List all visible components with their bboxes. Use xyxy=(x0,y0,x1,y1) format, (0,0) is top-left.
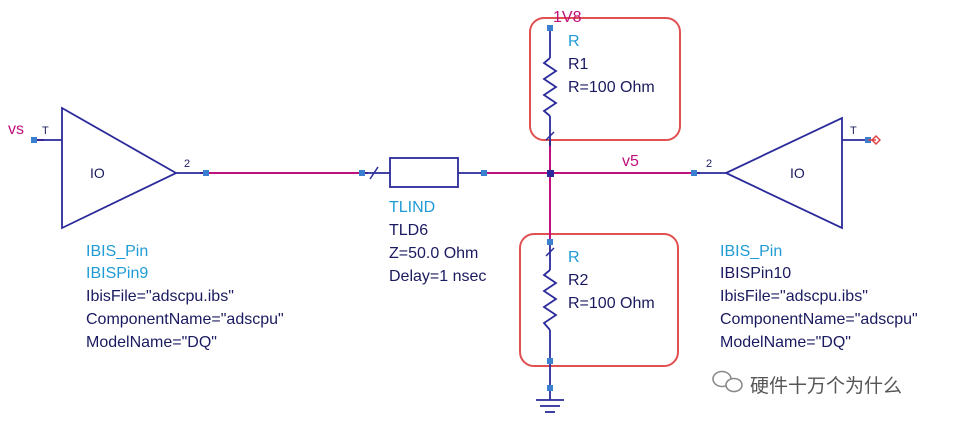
driver-triangle-icon xyxy=(61,106,178,230)
driver-pin-t-label: T xyxy=(42,125,49,137)
net-label-v5: v5 xyxy=(622,153,639,170)
driver-pin-out-label: 2 xyxy=(184,158,190,170)
r2-pin-bottom[interactable] xyxy=(547,358,553,364)
ground-icon xyxy=(536,385,564,413)
receiver-buffer[interactable] xyxy=(691,116,881,230)
wechat-watermark: 硬件十万个为什么 xyxy=(712,370,902,397)
receiver-pin-t-label: T xyxy=(850,125,857,137)
driver-pin-out[interactable] xyxy=(203,170,209,176)
watermark-text: 硬件十万个为什么 xyxy=(750,375,902,397)
r2-type-label: R xyxy=(568,249,580,266)
tline-pin-marker-icon xyxy=(369,166,379,180)
receiver-triangle-icon xyxy=(723,116,843,230)
tline-delay-param: Delay=1 nsec xyxy=(389,268,486,285)
driver-pin-t[interactable] xyxy=(31,137,37,143)
net-label-vs: vs xyxy=(8,121,24,138)
receiver-pin-out[interactable] xyxy=(691,170,697,176)
tline-instance-label: TLD6 xyxy=(389,222,428,239)
tline-pin-in[interactable] xyxy=(359,170,365,176)
wechat-logo-icon xyxy=(712,370,743,393)
driver-component-param: ComponentName="adscpu" xyxy=(86,311,284,328)
tline-impedance-param: Z=50.0 Ohm xyxy=(389,245,478,262)
r2-instance-label: R2 xyxy=(568,272,589,289)
r1-resistor[interactable] xyxy=(542,25,558,141)
driver-instance-label: IBISPin9 xyxy=(86,265,148,282)
net-label-supply: 1V8 xyxy=(553,9,582,26)
receiver-symbol-label: IO xyxy=(790,165,805,181)
r1-highlight-box xyxy=(529,17,681,141)
probe-marker-icon xyxy=(865,135,881,145)
driver-type-label: IBIS_Pin xyxy=(86,243,148,260)
receiver-ibisfile-param: IbisFile="adscpu.ibs" xyxy=(720,288,868,305)
receiver-component-param: ComponentName="adscpu" xyxy=(720,311,918,328)
r1-pin-top[interactable] xyxy=(547,25,553,31)
r1-zigzag-icon xyxy=(542,57,558,117)
v5-junction xyxy=(547,170,554,177)
receiver-model-param: ModelName="DQ" xyxy=(720,334,851,351)
r2-pin-top[interactable] xyxy=(547,239,553,245)
net-wires xyxy=(34,139,700,240)
r2-value-param: R=100 Ohm xyxy=(568,295,655,312)
driver-ibisfile-param: IbisFile="adscpu.ibs" xyxy=(86,288,234,305)
r1-pin-marker-icon xyxy=(545,131,555,141)
r1-instance-label: R1 xyxy=(568,56,589,73)
receiver-pin-out-label: 2 xyxy=(706,158,712,170)
tline-pin-out[interactable] xyxy=(481,170,487,176)
tline-component[interactable] xyxy=(359,157,487,188)
driver-buffer[interactable] xyxy=(31,106,209,230)
r2-zigzag-icon xyxy=(542,269,558,331)
r1-value-param: R=100 Ohm xyxy=(568,79,655,96)
r2-highlight-box xyxy=(519,233,679,367)
tline-body xyxy=(389,157,459,188)
r2-pin-marker-icon xyxy=(545,247,555,257)
component-wires xyxy=(34,28,868,400)
driver-model-param: ModelName="DQ" xyxy=(86,334,217,351)
receiver-type-label: IBIS_Pin xyxy=(720,243,782,260)
receiver-instance-label: IBISPin10 xyxy=(720,265,791,282)
driver-symbol-label: IO xyxy=(90,165,105,181)
r2-resistor[interactable] xyxy=(542,239,558,364)
tline-type-label: TLIND xyxy=(389,199,435,216)
r1-type-label: R xyxy=(568,33,580,50)
